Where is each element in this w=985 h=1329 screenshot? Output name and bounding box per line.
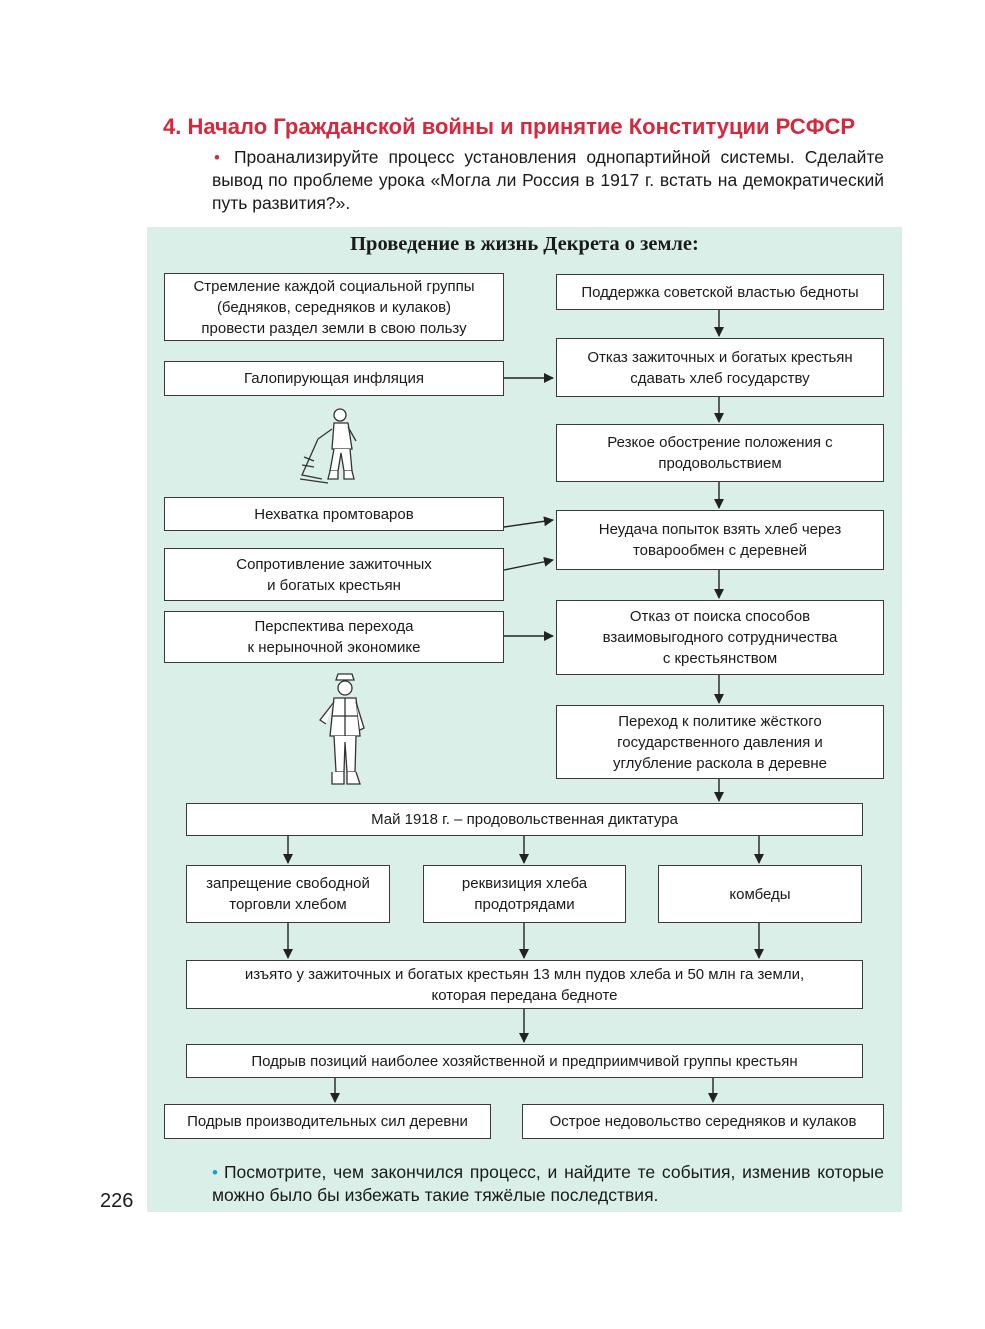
result-forces-box: Подрыв производительных сил деревни — [164, 1104, 491, 1139]
footer-text: Посмотрите, чем закончился процесс, и на… — [212, 1162, 884, 1205]
intro-text: Проанализируйте процесс установления одн… — [212, 147, 884, 213]
footer-task: •Посмотрите, чем закончился процесс, и н… — [212, 1161, 884, 1207]
right-box-support: Поддержка советской властью бедноты — [556, 274, 884, 310]
result-discontent-box: Острое недовольство середняков и кулаков — [522, 1104, 884, 1139]
left-box-aspiration: Стремление каждой социальной группы (бед… — [164, 273, 504, 341]
right-box-aggravation: Резкое обострение положения с продовольс… — [556, 424, 884, 482]
dictatorship-box: Май 1918 г. – продовольственная диктатур… — [186, 803, 863, 836]
section-heading: 4. Начало Гражданской войны и принятие К… — [163, 114, 856, 139]
left-box-resistance: Сопротивление зажиточных и богатых крест… — [164, 548, 504, 601]
right-box-transition: Переход к политике жёсткого государствен… — [556, 705, 884, 779]
bullet-icon: • — [212, 1163, 218, 1182]
left-box-shortage: Нехватка промтоваров — [164, 497, 504, 531]
page-number: 226 — [100, 1190, 134, 1212]
measure-requisition-box: реквизиция хлеба продотрядами — [423, 865, 626, 923]
intro-task: •Проанализируйте процесс установления од… — [212, 146, 884, 215]
right-box-failure: Неудача попыток взять хлеб через товароо… — [556, 510, 884, 570]
diagram-title: Проведение в жизнь Декрета о земле: — [350, 233, 699, 255]
bullet-icon: • — [214, 148, 220, 167]
undermining-box: Подрыв позиций наиболее хозяйственной и … — [186, 1044, 863, 1078]
peasant-with-plough-figure — [299, 408, 357, 484]
seized-box: изъято у зажиточных и богатых крестьян 1… — [186, 960, 863, 1009]
measure-kombedy-box: комбеды — [658, 865, 862, 923]
left-box-inflation: Галопирующая инфляция — [164, 361, 504, 396]
right-box-refusal: Отказ зажиточных и богатых крестьян сдав… — [556, 338, 884, 397]
left-box-prospect: Перспектива перехода к нерыночной эконом… — [164, 611, 504, 663]
measure-ban-box: запрещение свободной торговли хлебом — [186, 865, 390, 923]
commissar-figure — [319, 673, 365, 785]
right-box-search: Отказ от поиска способов взаимовыгодного… — [556, 600, 884, 675]
